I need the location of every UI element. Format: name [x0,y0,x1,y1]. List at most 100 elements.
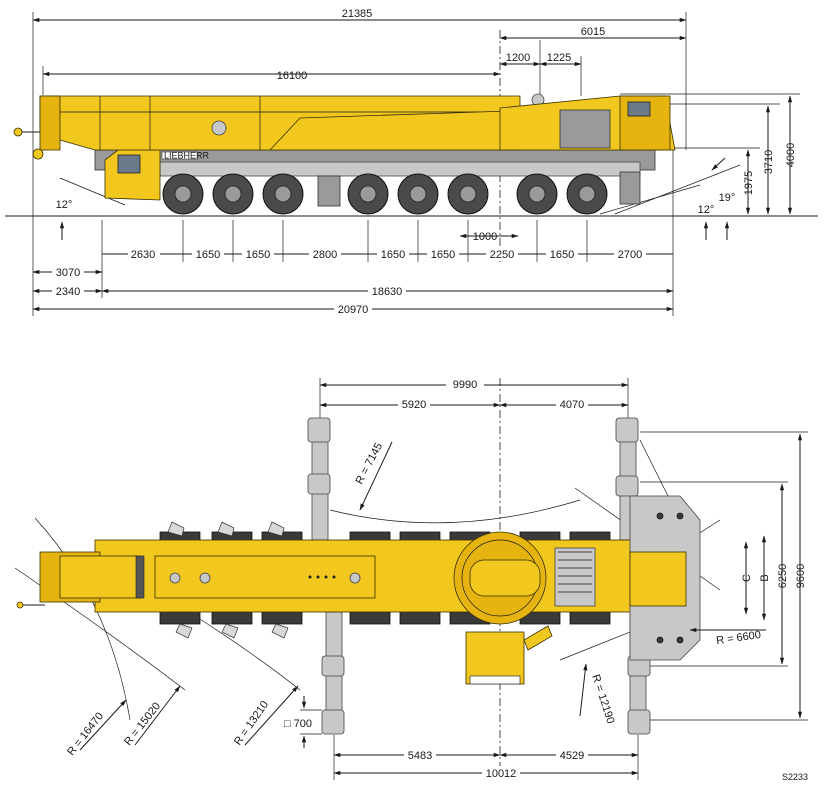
outrigger-pad-rr [627,709,651,735]
wheel-7 [516,173,558,215]
windscreen-top [135,555,145,599]
boom-top [154,555,376,599]
tyre-tread-2 [217,521,235,537]
label-r-6600: R = 6600 [715,629,761,647]
winch-housing [559,109,611,149]
label-bg-18630 [368,284,406,298]
label-r-13210: R = 13210 [232,699,271,748]
label-bg-axle-5 [427,247,459,261]
cw-bolt-4 [676,636,684,644]
label-r-12190: R = 12190 [589,673,616,725]
tyre-tread-4 [175,623,193,639]
label-bg-3070 [52,265,84,279]
label-bg-20970 [334,302,372,316]
crane-body-top [16,495,701,685]
label-1000: 1000 [473,231,497,243]
tyre-tread-6 [271,623,289,639]
brand-plate [161,151,199,160]
label-height-cab: 1975 [743,171,755,195]
crane-cab-top [629,551,687,607]
label-axle-0: 2630 [131,249,155,261]
label-bg-5920 [398,397,430,411]
wheel-5 [397,173,439,215]
label-bg-4070 [556,397,588,411]
wheel-4 [347,173,389,215]
boom-pin-1 [169,572,181,584]
label-bg-axle-1 [192,247,224,261]
label-9990: 9990 [453,379,477,391]
label-10012: 10012 [486,768,517,780]
label-5920: 5920 [402,399,426,411]
label-4529: 4529 [560,750,584,762]
head-sheave [32,148,44,160]
label-3070: 3070 [56,267,80,279]
label-5483: 5483 [408,750,432,762]
boom-dot-4 [332,575,336,579]
label-angle-rear-b: 19° [719,192,736,204]
label-axle-1: 1650 [196,249,220,261]
outrigger-jack-rl [615,475,639,497]
label-axle-2: 1650 [246,249,270,261]
wheel-3 [262,173,304,215]
crane-body-side: LIEBHERR [13,93,676,201]
label-angle-front: 12° [56,199,73,211]
label-bg-2340 [52,284,84,298]
label-6250: 6250 [777,564,789,588]
top-view: 9990 5920 4070 5483 4529 10012 9600 6250… [14,377,808,780]
boom-head [39,95,61,151]
sweep-arc-front [329,499,581,524]
label-4070: 4070 [560,399,584,411]
tyre-bottom-4 [349,611,391,625]
boom-dot-2 [316,575,320,579]
tyre-bottom-8 [569,611,611,625]
label-bg-axle-3 [309,247,341,261]
departure-angle-line-a [599,184,701,215]
brand-label: LIEBHERR [164,151,210,161]
label-bg-axle-7 [546,247,578,261]
label-axle-7: 1650 [550,249,574,261]
label-bg-5483 [404,748,436,762]
label-18630: 18630 [372,286,403,298]
boom-pivot-marker [211,120,227,136]
label-bg-4529 [556,748,588,762]
label-axle-4: 1650 [381,249,405,261]
boom-pin-3 [349,572,361,584]
label-9600: 9600 [795,564,807,588]
outrigger-jack-fr [321,655,345,677]
radius-arrow-sweep-3 [244,685,299,746]
label-2340: 2340 [56,286,80,298]
side-view: LIEBHERR [5,8,818,316]
label-1225: 1225 [547,52,571,64]
label-height-boom: 3710 [763,150,775,174]
label-r-16470: R = 16470 [65,710,106,758]
turret [469,559,541,597]
hook-top [16,601,24,609]
figure-code: S2233 [782,772,808,782]
label-bg-10012 [482,766,520,780]
outriggers [307,417,651,735]
tyre-tread-3 [267,521,285,537]
label-axle-3: 2800 [313,249,337,261]
tyre-bottom-2 [211,611,253,625]
label-angle-rear-a: 12° [698,204,715,216]
radius-arrow-sweep-2 [134,685,181,746]
outrigger-pad-rl [615,417,639,443]
approach-angle-line [59,177,126,206]
outrigger-box-rear [619,171,641,205]
outrigger-box-front [317,175,341,207]
crane-cab-window [627,101,651,117]
label-1200: 1200 [506,52,530,64]
hook-block [13,127,23,137]
label-height-total: 4000 [785,143,797,167]
tyre-bottom-3 [261,611,303,625]
label-overall-top: 21385 [342,8,373,20]
cw-bolt-3 [656,636,664,644]
radius-arrow-sweep-1 [79,699,127,751]
label-bg-axle-6 [486,247,518,261]
boom-dot-1 [308,575,312,579]
cw-bolt-1 [656,512,664,520]
wheel-8 [566,173,608,215]
winch-top [554,547,596,607]
